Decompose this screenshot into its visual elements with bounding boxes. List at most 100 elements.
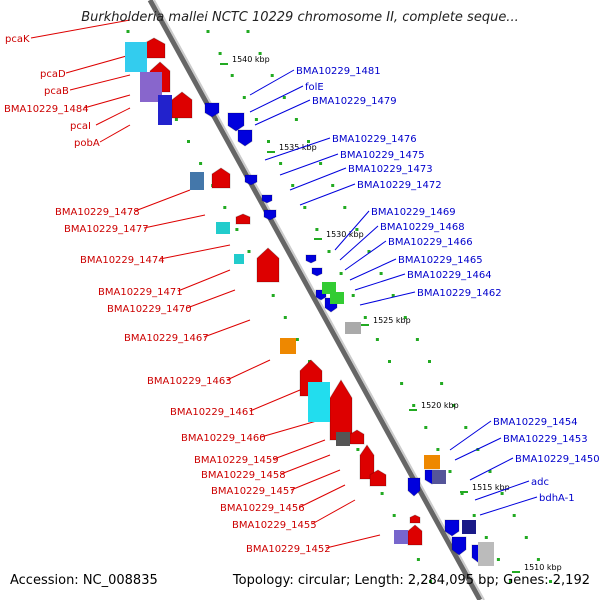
guide-dot [258, 52, 262, 55]
topology-summary: Topology: circular; Length: 2,284,095 bp… [232, 573, 590, 588]
leader-line-right [289, 167, 347, 191]
guide-dot [416, 558, 420, 561]
leader-line-left [159, 244, 231, 260]
leader-line-left [30, 19, 131, 39]
guide-dot [488, 470, 492, 473]
gene-colored [462, 520, 476, 534]
leader-line-right [359, 291, 416, 306]
leader-line-left [273, 439, 326, 460]
gene-label-left: pcaD [40, 69, 66, 80]
map-title: Burkholderia mallei NCTC 10229 chromosom… [81, 10, 519, 25]
gene-label-right: BMA10229_1466 [388, 237, 473, 248]
leader-line-left [99, 124, 131, 143]
gene-colored [394, 530, 408, 544]
leader-line-left [203, 319, 251, 338]
leader-line-left [143, 214, 206, 229]
gene-label-right: BMA10229_1476 [332, 134, 417, 145]
gene-forward [244, 174, 258, 186]
gene-forward [444, 519, 460, 537]
guide-dot [524, 536, 528, 539]
gene-colored [158, 95, 172, 125]
gene-reverse [211, 167, 231, 189]
guide-dot [282, 96, 286, 99]
gene-label-right: BMA10229_1481 [296, 66, 381, 77]
leader-line-left [249, 389, 301, 412]
guide-dot [375, 338, 379, 341]
guide-dot [428, 360, 431, 363]
leader-line-right [279, 153, 339, 176]
guide-dot [303, 206, 307, 209]
gene-reverse [409, 514, 421, 524]
leader-line-right [449, 420, 492, 451]
guide-dot [403, 316, 407, 319]
guide-dot [187, 140, 190, 143]
gene-reverse [359, 444, 375, 480]
gene-reverse [407, 524, 423, 546]
leader-line-right [479, 496, 538, 516]
gene-reverse [349, 429, 365, 445]
gene-reverse [235, 213, 251, 225]
guide-dot [400, 382, 404, 385]
leader-line-left [177, 269, 231, 292]
guide-dot [267, 140, 270, 143]
gene-label-left: BMA10229_1455 [232, 520, 317, 531]
gene-colored [280, 338, 296, 354]
guide-dot [355, 228, 359, 231]
guide-dot [356, 448, 360, 451]
gene-label-left: BMA10229_1458 [201, 470, 286, 481]
leader-line-left [280, 454, 331, 475]
gene-label-right: BMA10229_1464 [407, 270, 492, 281]
gene-colored [330, 292, 344, 304]
gene-label-left: pcaB [44, 86, 69, 97]
leader-line-left [95, 107, 131, 126]
leader-line-left [69, 74, 131, 91]
guide-dot [415, 338, 419, 341]
guide-dot [424, 426, 428, 429]
gene-colored [432, 470, 446, 484]
guide-dot [247, 250, 251, 253]
gene-forward [204, 102, 220, 118]
guide-dot [452, 404, 456, 407]
guide-dot [283, 316, 287, 319]
gene-forward [237, 129, 253, 147]
tick-label: 1520 kbp [421, 401, 459, 410]
guide-dot [440, 382, 444, 385]
tick-label: 1525 kbp [373, 316, 411, 325]
gene-colored [308, 382, 330, 422]
leader-line-right [469, 457, 514, 481]
gene-label-left: BMA10229_1470 [107, 304, 192, 315]
gene-label-right: adc [531, 477, 549, 488]
guide-dot [246, 30, 250, 33]
gene-label-left: BMA10229_1452 [246, 544, 331, 555]
guide-dot [331, 184, 335, 187]
guide-dot [536, 558, 540, 561]
gene-forward [261, 194, 273, 204]
guide-dot [363, 316, 367, 319]
gene-colored [140, 72, 162, 102]
guide-dot [319, 162, 323, 165]
guide-dot [436, 448, 440, 451]
tick-label: 1535 kbp [279, 143, 317, 152]
leader-line-left [325, 534, 381, 549]
guide-dot [126, 30, 130, 33]
guide-dot [294, 118, 298, 121]
guide-dot [199, 162, 203, 165]
leader-line-right [344, 240, 387, 271]
guide-dot [206, 30, 210, 33]
guide-dot [235, 228, 239, 231]
gene-label-left: BMA10229_1477 [64, 224, 149, 235]
guide-dot [496, 558, 500, 561]
gene-label-left: pcaI [70, 121, 91, 132]
gene-forward [263, 209, 277, 221]
leader-line-right [354, 273, 406, 291]
gene-colored [216, 222, 230, 234]
guide-dot [174, 118, 178, 121]
gene-label-right: folE [305, 82, 324, 93]
gene-label-left: BMA10229_1467 [124, 333, 209, 344]
guide-dot [460, 492, 464, 495]
guide-dot [549, 580, 552, 583]
gene-label-left: BMA10229_1461 [170, 407, 255, 418]
leader-line-left [299, 484, 346, 508]
